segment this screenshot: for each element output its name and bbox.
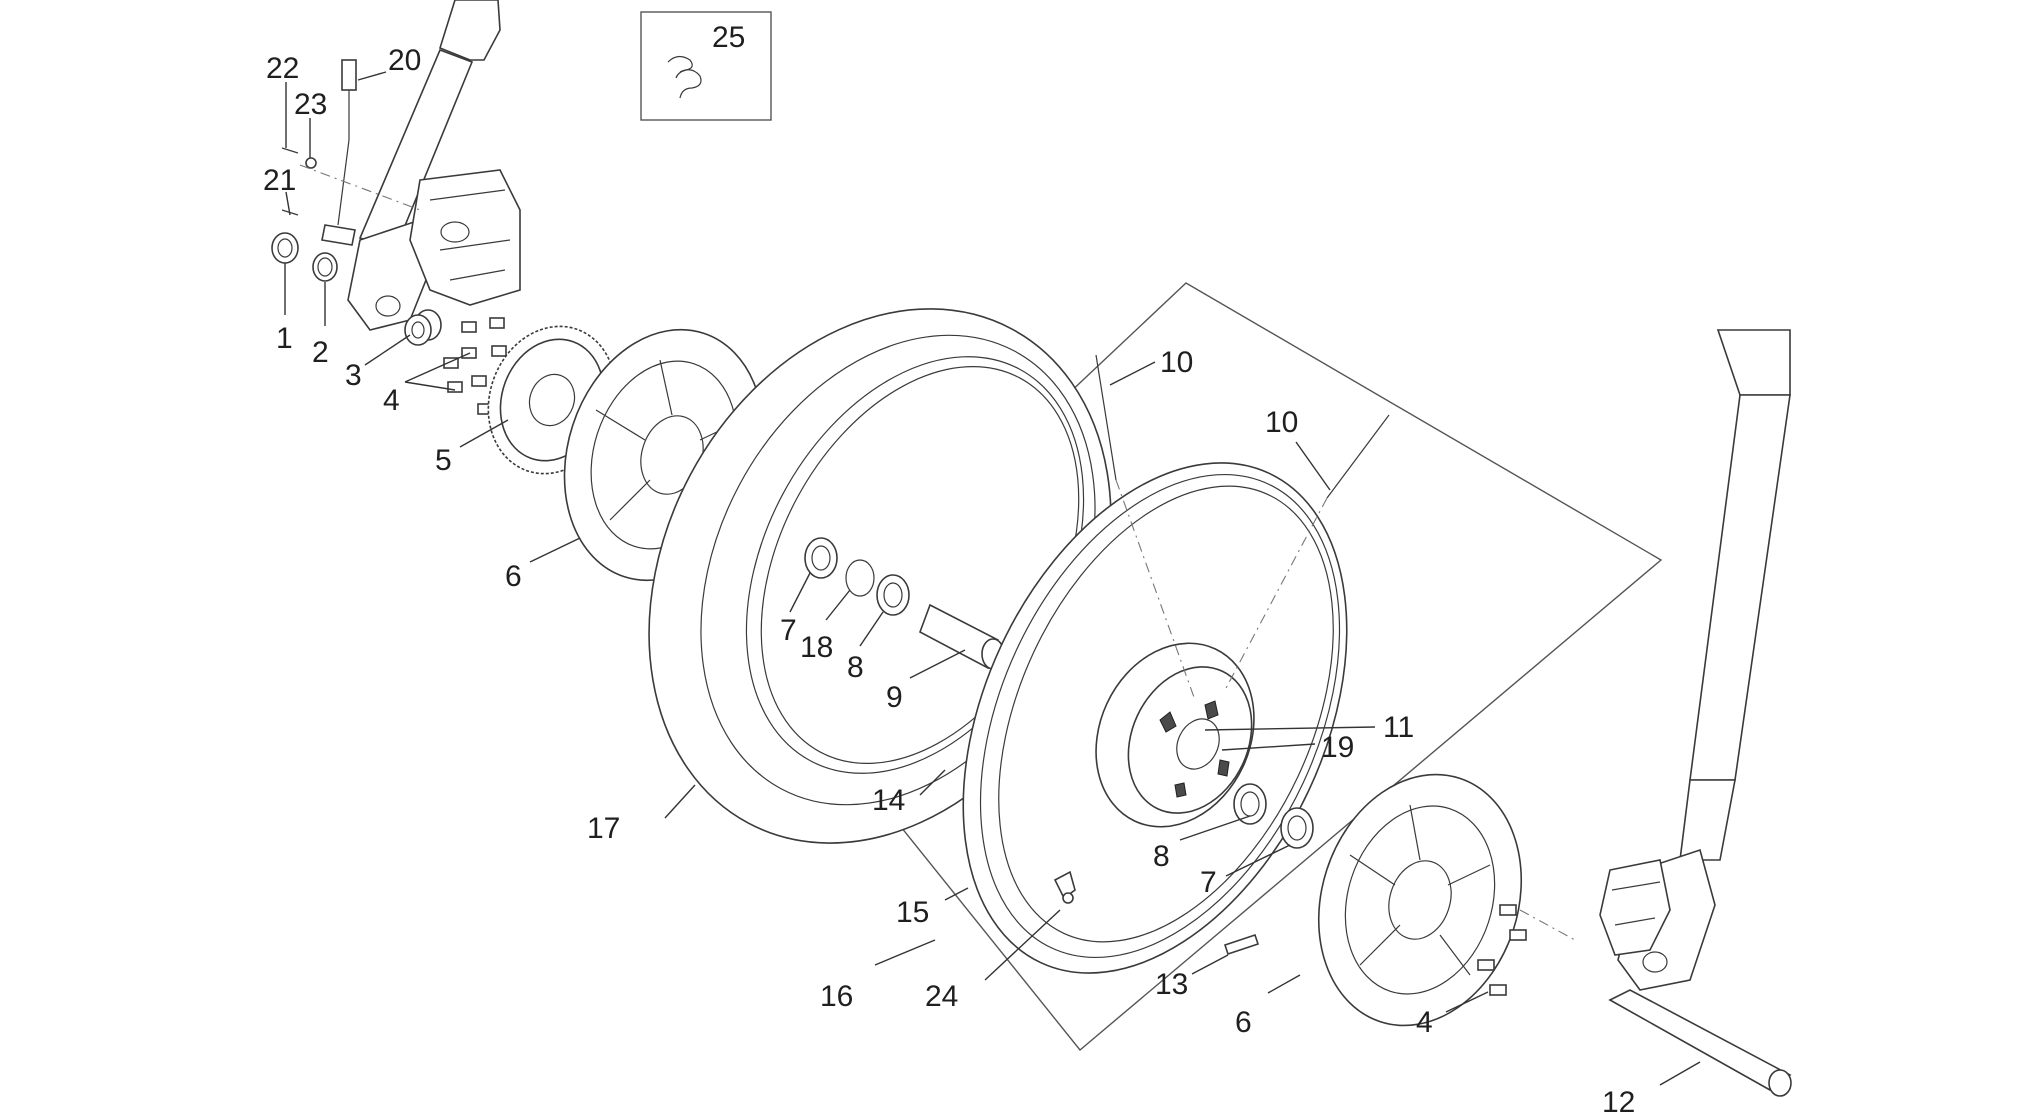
speed-sensor	[321, 59, 357, 246]
callout-8-left: 8	[847, 651, 864, 684]
callout-4-right: 4	[1416, 1006, 1433, 1039]
leader-lines	[284, 71, 1701, 1086]
tyre-valve	[1053, 870, 1076, 904]
callout-6-right: 6	[1235, 1006, 1252, 1039]
callout-21: 21	[263, 164, 296, 197]
callout-8-right: 8	[1153, 840, 1170, 873]
callout-25: 25	[712, 21, 745, 54]
left-brake-caliper	[409, 169, 521, 306]
callout-24: 24	[925, 980, 958, 1013]
callout-12: 12	[1602, 1086, 1635, 1115]
spacer	[404, 309, 442, 346]
right-brake-caliper	[1599, 859, 1671, 956]
callout-10-left: 10	[1160, 346, 1193, 379]
callout-14: 14	[872, 784, 905, 817]
hub-bearings-right	[1233, 783, 1314, 849]
callout-20: 20	[388, 44, 421, 77]
callout-11: 11	[1383, 711, 1414, 744]
callout-3: 3	[345, 359, 362, 392]
sensor-screws	[281, 147, 421, 216]
wheel-axle	[1608, 989, 1792, 1097]
wheel-hub	[1095, 642, 1255, 828]
callout-6-left: 6	[505, 560, 522, 593]
callout-1: 1	[276, 322, 293, 355]
callout-23: 23	[294, 88, 327, 121]
spokes	[1095, 354, 1390, 701]
callout-5: 5	[435, 444, 452, 477]
right-fork-leg	[1617, 329, 1791, 991]
callout-18: 18	[800, 631, 833, 664]
callout-17: 17	[587, 812, 620, 845]
callout-10-right: 10	[1265, 406, 1298, 439]
callout-2: 2	[312, 336, 329, 369]
disc-bolts-right	[1477, 904, 1576, 996]
callout-4-left: 4	[383, 384, 400, 417]
callout-16: 16	[820, 980, 853, 1013]
balance-weight	[1223, 933, 1260, 956]
callout-22: 22	[266, 52, 299, 85]
callout-7-left: 7	[780, 614, 797, 647]
callout-9: 9	[886, 681, 903, 714]
callout-19: 19	[1321, 731, 1354, 764]
part-25-box	[640, 11, 772, 121]
callout-13: 13	[1155, 968, 1188, 1001]
callouts: 22 20 23 25 21 1 2 3 4 5 6 10 10 7 18 8 …	[263, 21, 1635, 1115]
callout-7-right: 7	[1200, 866, 1217, 899]
left-fork-leg	[347, 0, 501, 331]
part-25-clips	[667, 55, 702, 99]
callout-15: 15	[896, 896, 929, 929]
